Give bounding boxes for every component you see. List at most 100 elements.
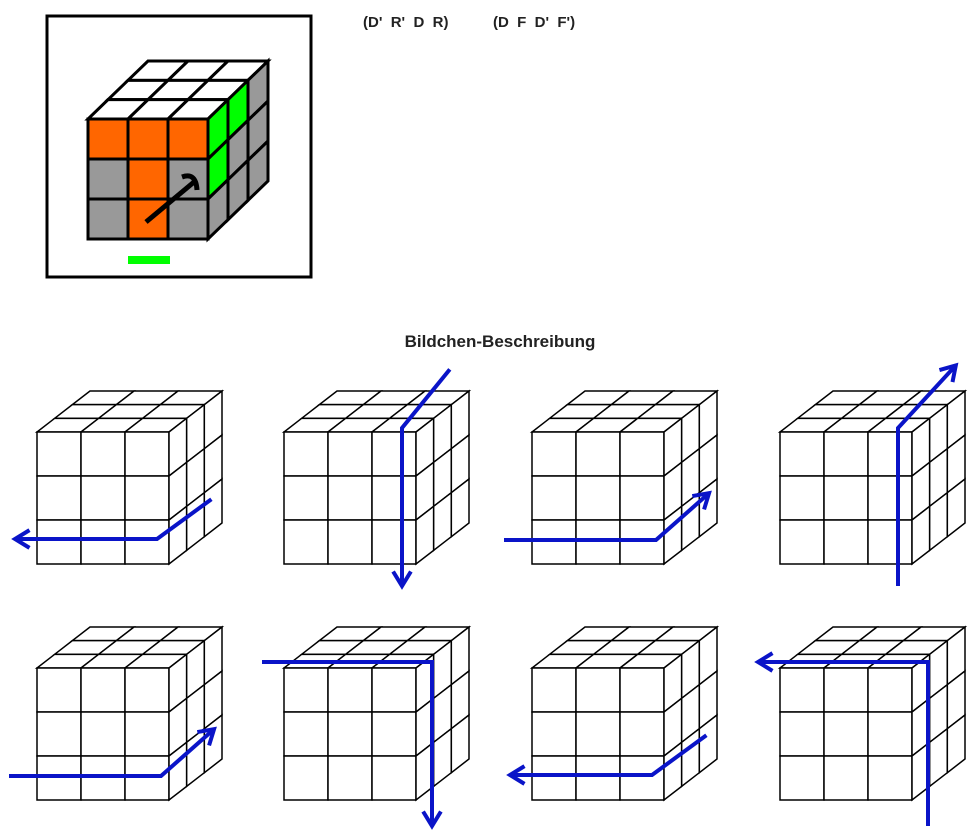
front-facelet [867, 711, 913, 757]
front-facelet [126, 157, 170, 201]
front-facelet [80, 667, 126, 713]
front-facelet [575, 667, 621, 713]
front-facelet [36, 431, 82, 477]
front-facelet [823, 755, 869, 801]
cube [777, 389, 968, 566]
front-facelet [124, 711, 170, 757]
front-facelet [867, 431, 913, 477]
arrowhead [196, 726, 217, 746]
front-facelet [327, 711, 373, 757]
arrow-bottom-layer-right-icon [9, 726, 217, 778]
front-facelet [823, 431, 869, 477]
front-facelet [371, 431, 417, 477]
caption-title: Bildchen-Beschreibung [405, 332, 596, 351]
front-facelet [166, 117, 210, 161]
front-facelet [327, 667, 373, 713]
front-facelet [283, 519, 329, 565]
front-facelet [823, 667, 869, 713]
arrow-right-layer-down-icon [391, 368, 452, 590]
arrow-right-layer-up-icon [896, 362, 959, 586]
arrowhead [938, 362, 959, 383]
algorithm-part-1: (D' R' D R) [363, 14, 448, 31]
front-facelet [779, 519, 825, 565]
front-facelet [124, 519, 170, 565]
front-facelet [619, 711, 665, 757]
curved-up-right-arrow-icon [144, 173, 200, 224]
move-panel-7 [506, 625, 720, 802]
front-facelet [36, 711, 82, 757]
front-facelet [531, 755, 577, 801]
front-facelet [86, 197, 130, 241]
front-facelet [531, 431, 577, 477]
front-facelet [80, 711, 126, 757]
right-facelet [203, 477, 223, 539]
example-cube [84, 57, 272, 243]
arrowhead [391, 570, 413, 590]
front-facelet [867, 755, 913, 801]
front-facelet [531, 667, 577, 713]
front-facelet [779, 431, 825, 477]
front-facelet [371, 755, 417, 801]
front-facelet [80, 475, 126, 521]
front-facelet [823, 711, 869, 757]
example-cube-panel [45, 14, 313, 279]
algorithm-part-2: (D F D' F') [493, 14, 575, 31]
move-panel-2 [281, 368, 472, 590]
front-facelet [531, 711, 577, 757]
front-facelet [283, 431, 329, 477]
green-position-marker [128, 256, 170, 264]
front-facelet [619, 667, 665, 713]
front-facelet [779, 475, 825, 521]
front-facelet [531, 475, 577, 521]
front-facelet [166, 157, 210, 201]
front-facelet [80, 431, 126, 477]
arrow-shaft [510, 733, 708, 777]
move-panel-8 [754, 625, 968, 826]
arrow-shaft [400, 368, 452, 586]
right-facelet [946, 713, 966, 775]
front-facelet [124, 667, 170, 713]
move-panel-3 [504, 389, 720, 566]
move-panel-6 [262, 625, 472, 830]
arrow-front-layer-counterclockwise-icon [754, 651, 930, 826]
front-facelet [86, 157, 130, 201]
arrowhead [11, 528, 31, 550]
arrow-bottom-layer-left-icon [506, 733, 708, 786]
front-facelet [327, 519, 373, 565]
cube [529, 625, 720, 802]
front-facelet [575, 475, 621, 521]
move-panel-5 [9, 625, 225, 802]
front-facelet [779, 755, 825, 801]
front-facelet [283, 755, 329, 801]
right-facelet [698, 713, 718, 775]
front-facelet [371, 475, 417, 521]
cube [281, 389, 472, 566]
front-facelet [867, 519, 913, 565]
front-facelet [283, 667, 329, 713]
front-facelet [327, 431, 373, 477]
front-facelet [575, 431, 621, 477]
arrowhead [421, 810, 443, 830]
front-facelet [126, 117, 170, 161]
right-facelet [450, 477, 470, 539]
front-facelet [575, 755, 621, 801]
front-facelet [36, 475, 82, 521]
front-facelet [779, 711, 825, 757]
front-facelet [36, 519, 82, 565]
front-facelet [779, 667, 825, 713]
front-facelet [283, 475, 329, 521]
arrow-bottom-layer-right-icon [504, 490, 712, 542]
arrow-front-layer-clockwise-icon [262, 660, 443, 830]
front-facelet [166, 197, 210, 241]
front-facelet [619, 755, 665, 801]
cube [34, 389, 225, 566]
move-illustrations [9, 362, 968, 830]
front-facelet [80, 519, 126, 565]
front-facelet [619, 431, 665, 477]
front-facelet [124, 475, 170, 521]
front-facelet [36, 667, 82, 713]
arrow-shaft [758, 660, 930, 826]
front-facelet [619, 475, 665, 521]
cube [777, 625, 968, 802]
arrowhead [691, 490, 712, 510]
